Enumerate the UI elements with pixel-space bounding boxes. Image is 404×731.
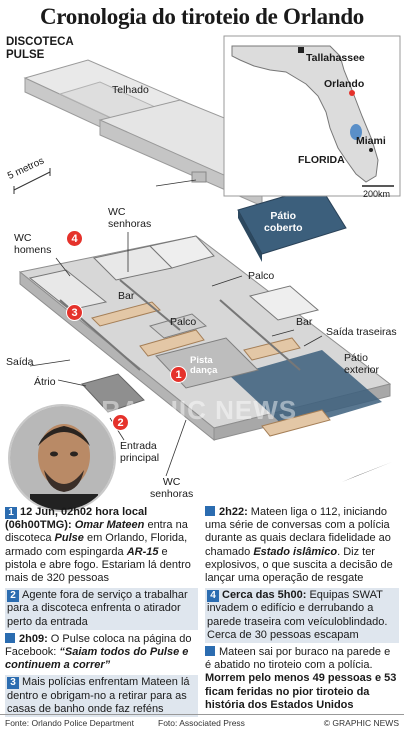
label-entrada: Entrada principal <box>120 440 160 464</box>
footer: Fonte: Orlando Police Department Foto: A… <box>0 714 404 731</box>
label-palco-mid: Palco <box>170 316 197 328</box>
map-scale: 200km <box>363 189 391 199</box>
bar-right <box>243 337 301 361</box>
scale-bar <box>13 168 51 194</box>
label-patio-coberto: Pátio coberto <box>264 210 303 234</box>
footer-credit: © GRAPHIC NEWS <box>323 718 399 728</box>
label-wc-homens: WC homens <box>14 232 52 256</box>
map-state: FLORIDA <box>298 154 345 166</box>
outdoor-patio <box>230 350 382 430</box>
entrance-block <box>81 373 145 413</box>
timeline-right-column: 2h22: Mateen liga o 112, iniciando uma s… <box>205 506 399 715</box>
map-city-orlando: Orlando <box>324 78 365 90</box>
label-palco-top: Palco <box>248 270 275 282</box>
badge-4: 4 <box>66 230 83 247</box>
club-label: DISCOTECA PULSE <box>6 36 74 61</box>
label-patio-exterior: Pátio exterior <box>344 352 380 376</box>
bar-patio <box>261 409 331 437</box>
label-pista: Pista dança <box>190 355 218 376</box>
badge-3: 3 <box>66 304 83 321</box>
badge-2: 2 <box>112 414 129 431</box>
label-atrio: Átrio <box>34 376 56 388</box>
north-arrow <box>342 462 392 482</box>
label-telhado: Telhado <box>112 84 149 96</box>
label-saida: Saída <box>6 356 34 368</box>
map-city-miami: Miami <box>356 135 386 147</box>
event-7: Mateen sai por buraco na parede e é abat… <box>205 646 397 711</box>
event-3: 2h09: O Pulse coloca na página do Facebo… <box>5 632 192 672</box>
stage <box>148 313 208 339</box>
label-bar-right: Bar <box>296 316 313 328</box>
florida-map <box>223 35 401 197</box>
badge-1: 1 <box>170 366 187 383</box>
page-title: Cronologia do tiroteio de Orlando <box>39 4 365 29</box>
floor-plan <box>18 235 392 442</box>
footer-source: Fonte: Orlando Police Department <box>5 718 134 728</box>
map-city-tallahassee: Tallahassee <box>306 52 365 64</box>
bar-left-2 <box>139 329 205 357</box>
building-illustration <box>13 35 401 482</box>
label-wc-senhoras-top: WC senhoras <box>108 206 152 230</box>
label-wc-senhoras-bottom: WC senhoras <box>150 476 194 500</box>
label-bar-left: Bar <box>118 290 135 302</box>
label-saida-traseiras: Saída traseiras <box>326 326 397 338</box>
footer-photo: Foto: Associated Press <box>158 718 245 728</box>
portrait-photo <box>8 404 116 512</box>
bar-left <box>91 301 161 327</box>
event-5: 2h22: Mateen liga o 112, iniciando uma s… <box>205 506 393 585</box>
